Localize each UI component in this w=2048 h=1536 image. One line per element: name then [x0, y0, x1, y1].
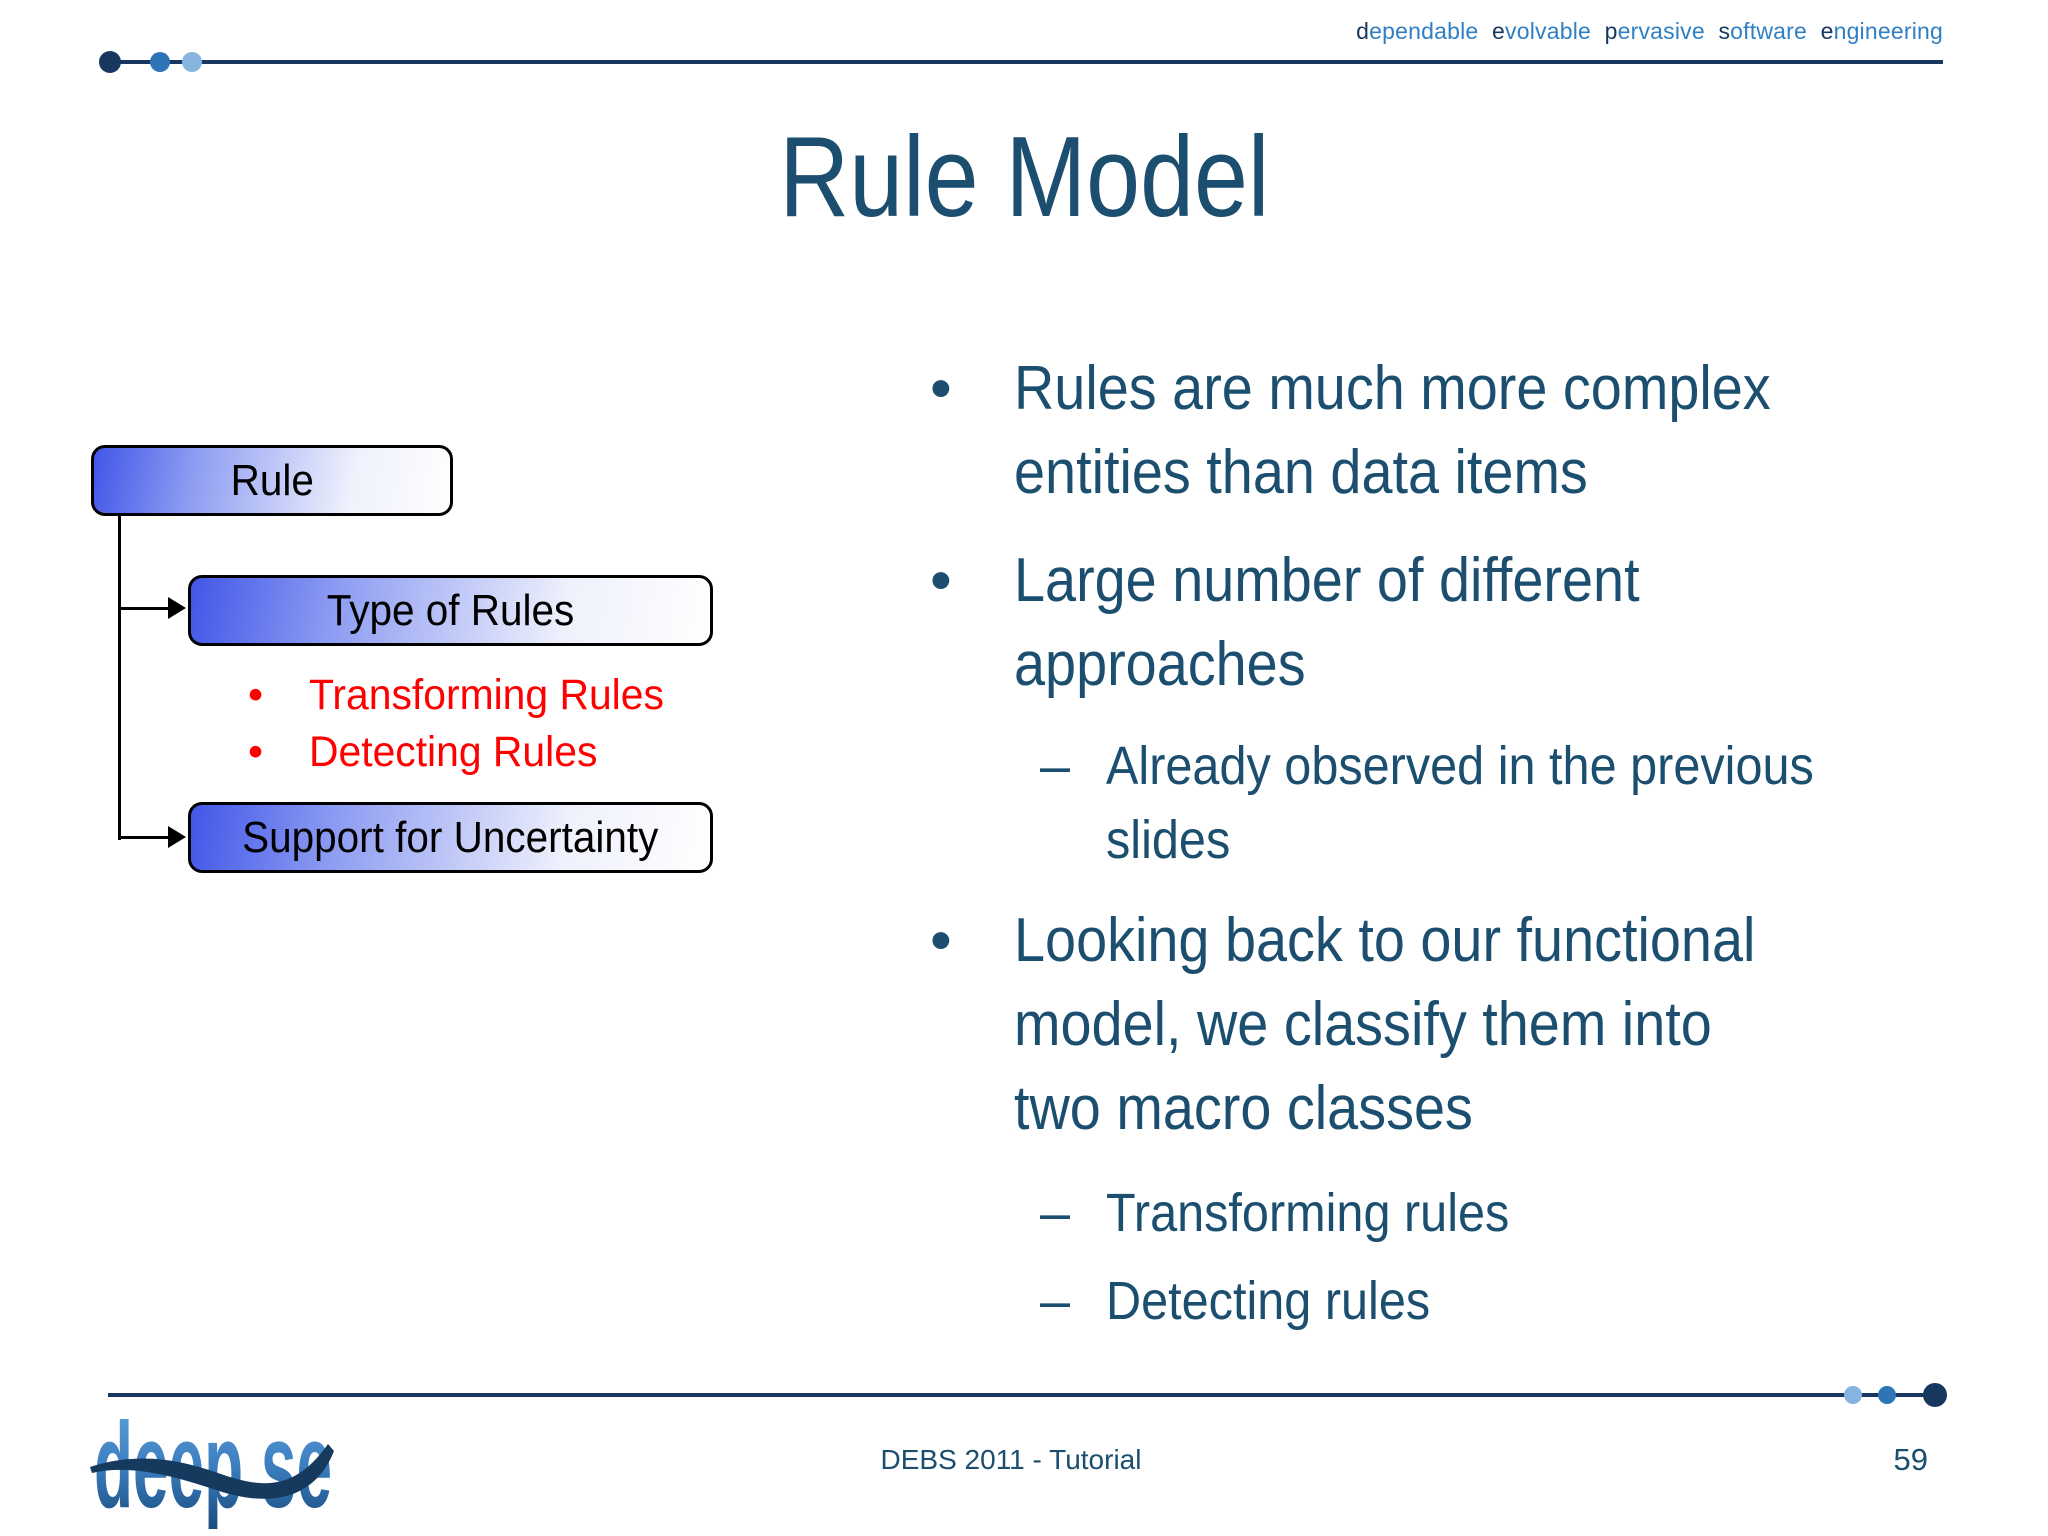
bullet-item: • Large number of different approaches — [930, 539, 1940, 707]
arrow-right-icon — [168, 597, 186, 619]
header-dot-dark-icon — [99, 51, 121, 73]
diagram-box-label: Type of Rules — [326, 585, 575, 635]
diagram-box-label: Rule — [230, 455, 314, 505]
header-tagline: dependable evolvable pervasive software … — [1349, 18, 1943, 45]
bullet-line: Transforming rules — [1106, 1183, 1510, 1243]
bullet-dot-icon: • — [930, 546, 952, 615]
bullet-line: Looking back to our functional — [1014, 906, 1756, 975]
diagram-box-support-for-uncertainty: Support for Uncertainty — [188, 802, 713, 873]
bullet-line: Large number of different — [1014, 546, 1640, 615]
red-list-item-label: Transforming Rules — [309, 671, 664, 719]
diagram-red-list-item: • Detecting Rules — [248, 728, 613, 776]
footer-dot-light-icon — [1844, 1386, 1862, 1404]
red-list-item-label: Detecting Rules — [309, 728, 598, 776]
tagline-word: software — [1718, 18, 1807, 44]
footer-rule-line — [108, 1393, 1935, 1397]
arrow-right-icon — [168, 826, 186, 848]
bullet-dot-icon: • — [930, 906, 952, 975]
bullet-line: Rules are much more complex — [1014, 354, 1771, 423]
header-rule-line — [108, 60, 1943, 64]
diagram-box-label: Support for Uncertainty — [242, 812, 659, 862]
diagram-red-list-item: • Transforming Rules — [248, 671, 683, 719]
bullet-item: • Rules are much more complex entities t… — [930, 347, 1940, 515]
diagram-box-rule: Rule — [91, 445, 453, 516]
bullet-dash-icon: – — [1040, 1271, 1071, 1331]
diagram-connector-horizontal — [118, 607, 170, 610]
sub-bullet-item: – Already observed in the previous slide… — [1040, 729, 1940, 877]
deep-se-logo: deep se — [90, 1404, 334, 1529]
bullet-item: • Looking back to our functional model, … — [930, 899, 1940, 1151]
tagline-word: engineering — [1820, 18, 1943, 44]
title-block: Rule Model — [0, 112, 2048, 243]
red-bullet-dot-icon: • — [248, 728, 264, 776]
bullet-line: model, we classify them into — [1014, 990, 1712, 1059]
red-bullet-dot-icon: • — [248, 671, 264, 719]
bullet-line: entities than data items — [1014, 438, 1588, 507]
diagram-connector-vertical — [118, 510, 121, 840]
logo-swoosh-icon — [90, 1444, 334, 1499]
bullet-line: slides — [1106, 810, 1231, 870]
header-dot-medium-icon — [150, 52, 170, 72]
bullet-list: • Rules are much more complex entities t… — [930, 347, 1940, 1338]
header-dot-light-icon — [182, 52, 202, 72]
diagram-box-type-of-rules: Type of Rules — [188, 575, 713, 646]
footer-dot-dark-icon — [1923, 1383, 1947, 1407]
tagline-word: pervasive — [1604, 18, 1705, 44]
tagline-word: evolvable — [1492, 18, 1592, 44]
bullet-line: approaches — [1014, 630, 1306, 699]
bullet-line: Detecting rules — [1106, 1271, 1431, 1331]
page-title: Rule Model — [778, 114, 1270, 241]
bullet-dot-icon: • — [930, 354, 952, 423]
bullet-line: Already observed in the previous — [1106, 736, 1814, 796]
page-number: 59 — [1893, 1442, 1928, 1477]
sub-bullet-item: – Detecting rules — [1040, 1264, 1940, 1338]
bullet-line: two macro classes — [1014, 1074, 1473, 1143]
sub-bullet-item: – Transforming rules — [1040, 1176, 1940, 1250]
diagram-connector-horizontal — [118, 836, 170, 839]
bullet-dash-icon: – — [1040, 1183, 1071, 1243]
footer-caption: DEBS 2011 - Tutorial — [880, 1444, 1142, 1475]
bullet-dash-icon: – — [1040, 736, 1071, 796]
tagline-word: dependable — [1356, 18, 1479, 44]
footer-dot-medium-icon — [1878, 1386, 1896, 1404]
